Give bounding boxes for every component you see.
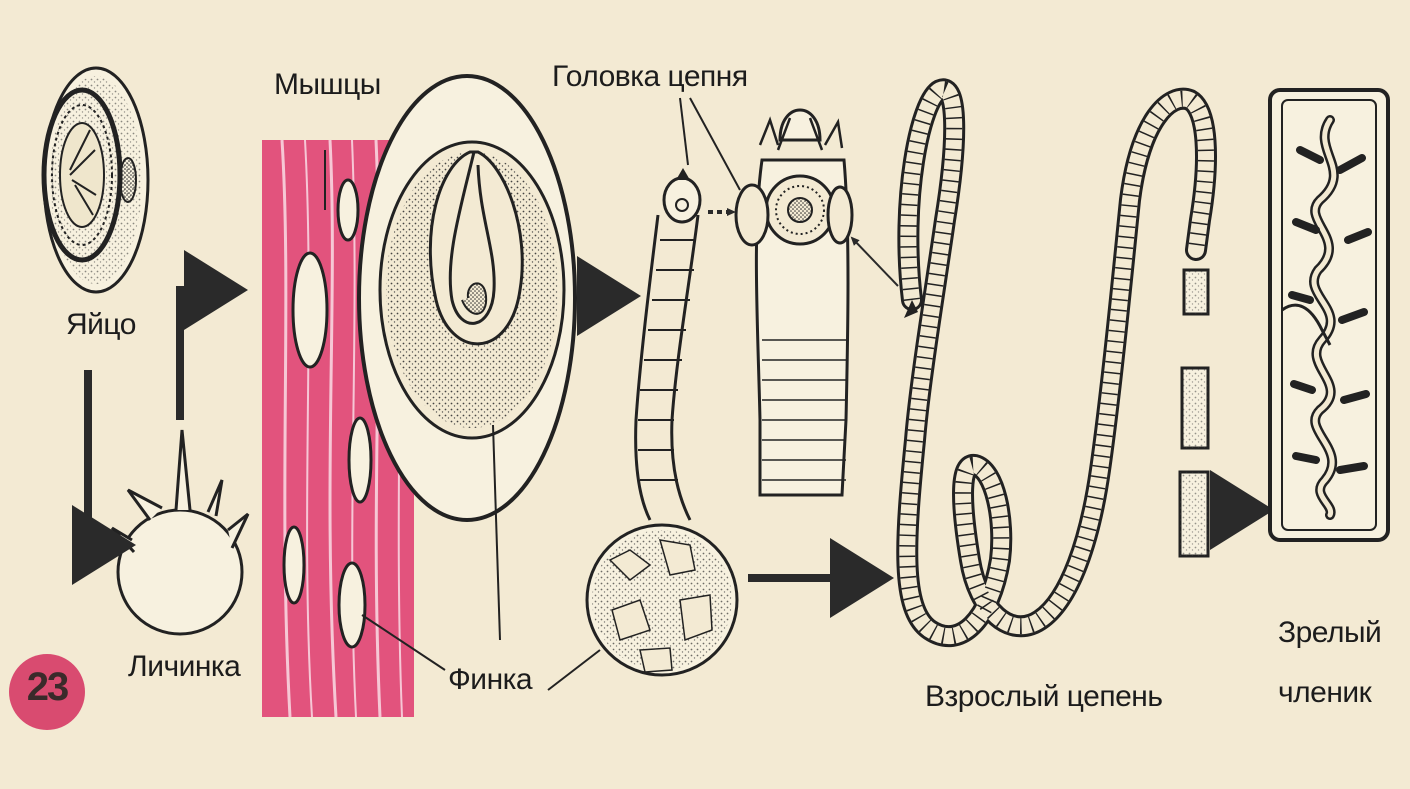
evaginated-cysticercus	[587, 168, 737, 675]
adult-tapeworm-illustration	[904, 89, 1208, 636]
arrow-egg-to-larva	[88, 370, 120, 545]
mature-segment-illustration	[1270, 90, 1388, 540]
scolex-pointers	[680, 98, 740, 190]
arrow-adult-to-scolex	[852, 238, 898, 286]
arrow-larva-to-muscle	[180, 290, 232, 420]
adult-tapeworm-label: Взрослый цепень	[925, 682, 1162, 712]
finka-label: Финка	[448, 665, 532, 695]
mature-segment-label-line1: Зрелый	[1278, 618, 1381, 648]
larva-illustration	[112, 430, 248, 634]
egg-label: Яйцо	[66, 310, 136, 340]
scolex-label: Головка цепня	[552, 62, 748, 92]
larva-label: Личинка	[128, 652, 240, 682]
egg-illustration	[44, 68, 148, 292]
mature-segment-label-line2: членик	[1278, 678, 1371, 708]
figure-number: 23	[18, 665, 76, 710]
muscles-label: Мышцы	[274, 70, 381, 100]
scolex-illustration	[736, 110, 852, 495]
